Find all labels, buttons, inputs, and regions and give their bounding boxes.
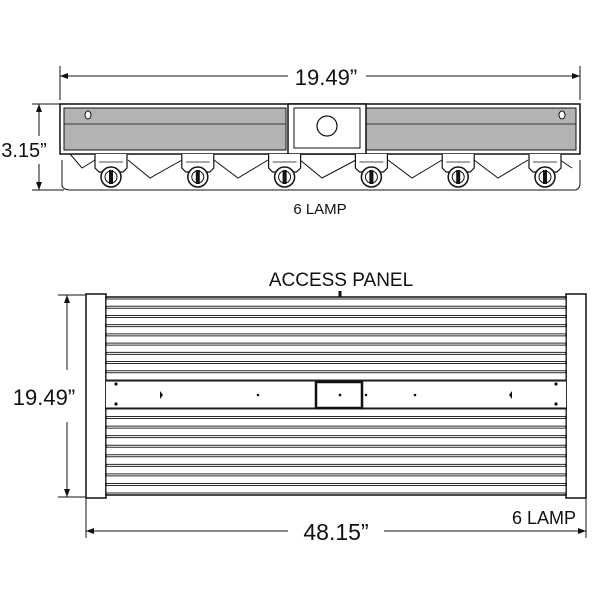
side-height-label: 3.15” <box>1 140 47 162</box>
cooling-fin <box>105 363 567 372</box>
lamp-socket-icon <box>354 154 388 188</box>
top-width-label: 48.15” <box>303 519 368 545</box>
left-end-cap <box>85 293 107 499</box>
cooling-fin <box>105 326 567 335</box>
side-lamp-sockets <box>94 154 562 188</box>
cooling-fins-upper <box>105 298 567 381</box>
side-reflector-zigzag <box>69 153 573 179</box>
side-caption: 6 LAMP <box>293 201 346 218</box>
side-reflector-outline <box>61 160 581 191</box>
cooling-fin <box>105 475 567 484</box>
cooling-fin <box>105 408 567 418</box>
lamp-socket-icon <box>181 154 215 188</box>
cooling-fin <box>105 335 567 344</box>
center-channel <box>106 380 566 410</box>
lamp-socket-icon <box>528 154 562 188</box>
lamp-socket-icon <box>94 154 128 188</box>
top-caption: 6 LAMP <box>512 508 576 528</box>
lamp-socket-icon <box>441 154 475 188</box>
cooling-fin <box>105 316 567 326</box>
lamp-socket-icon <box>268 154 302 188</box>
cooling-fin <box>105 427 567 437</box>
cooling-fin <box>105 372 567 381</box>
cooling-fin <box>105 298 567 307</box>
top-height-dimension <box>58 294 86 498</box>
side-height-dimension <box>32 103 64 191</box>
cooling-fin <box>105 344 567 353</box>
top-view: ACCESS PANEL 19.49” <box>13 270 587 545</box>
cooling-fin <box>105 484 567 494</box>
cooling-fin <box>105 418 567 427</box>
top-height-label: 19.49” <box>13 385 75 410</box>
cooling-fins-lower <box>105 408 567 494</box>
cooling-fin <box>105 446 567 456</box>
cooling-fin <box>105 465 567 475</box>
cooling-fin <box>105 353 567 363</box>
side-access-box <box>287 103 367 155</box>
cooling-fin <box>105 437 567 446</box>
top-width-dimension <box>85 498 587 538</box>
side-width-label: 19.49” <box>295 65 357 90</box>
cooling-fin <box>105 456 567 465</box>
side-width-dimension <box>59 66 581 100</box>
side-view: 19.49” 3.15” <box>1 65 581 218</box>
right-end-cap <box>565 293 587 499</box>
access-panel-callout: ACCESS PANEL <box>269 270 413 291</box>
cooling-fin <box>105 307 567 316</box>
